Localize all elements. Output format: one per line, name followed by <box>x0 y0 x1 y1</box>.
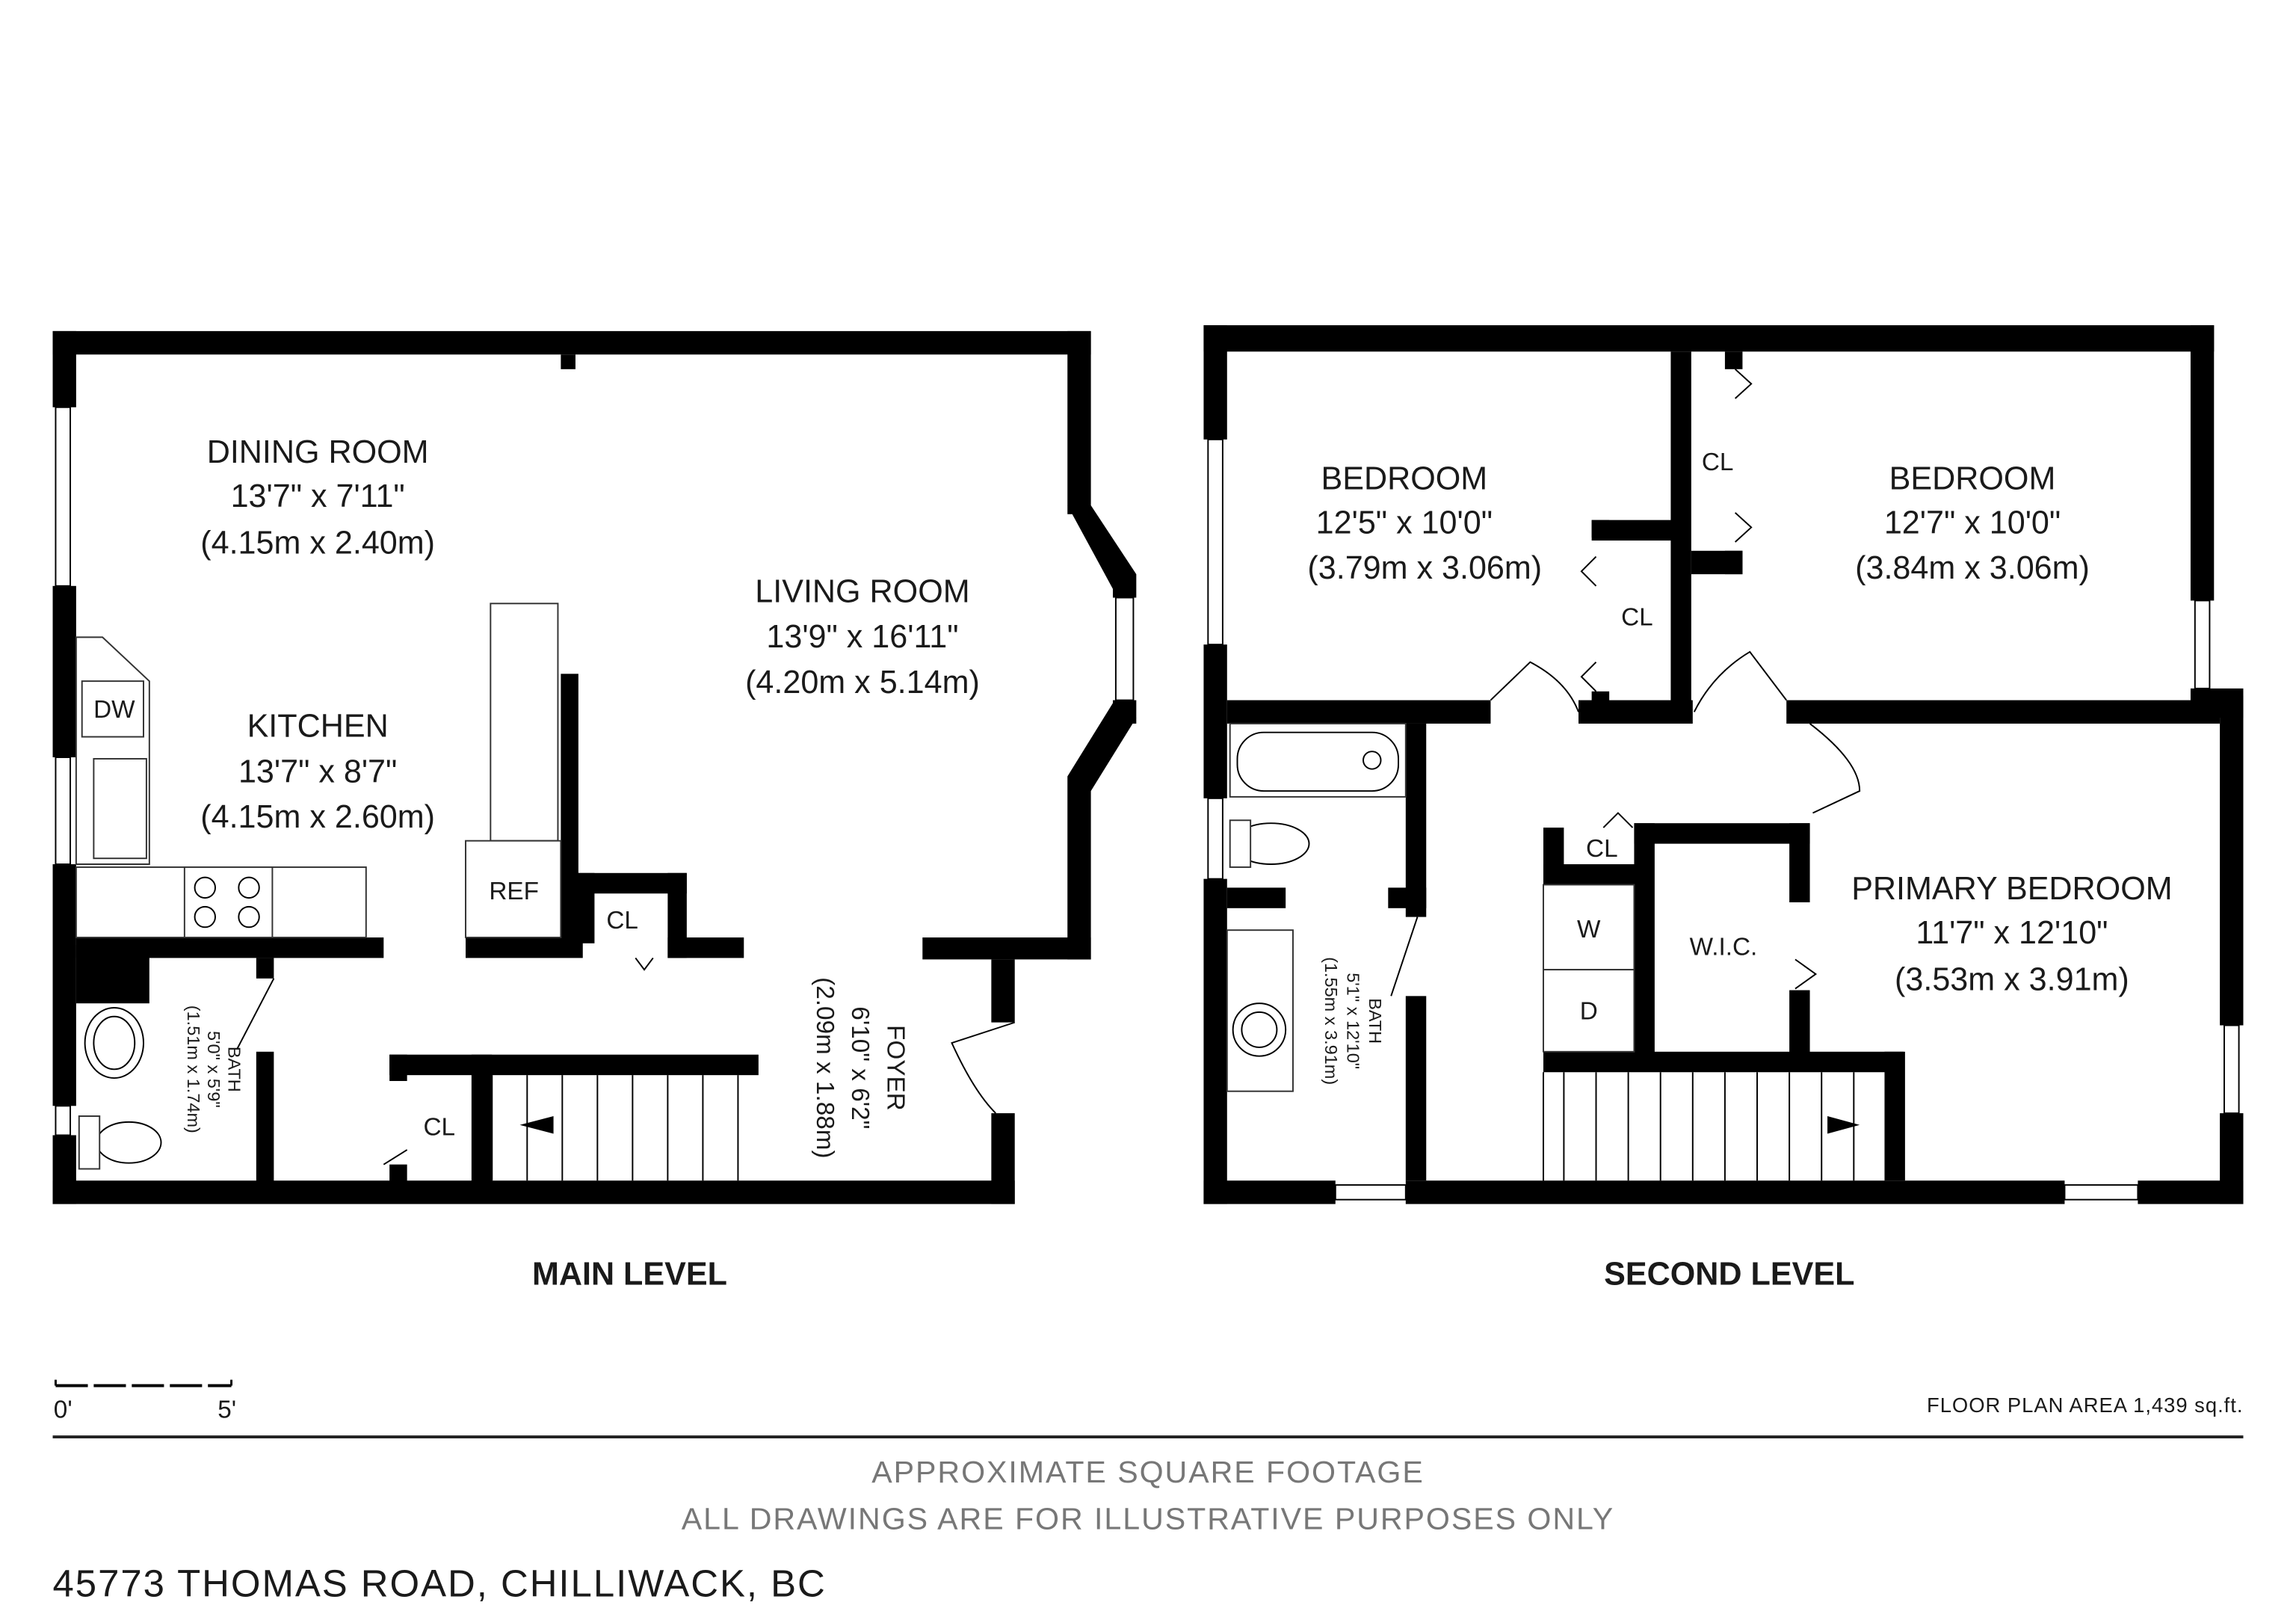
second-level-fixtures <box>1226 369 1861 1181</box>
second-level-title: SECOND LEVEL <box>1604 1256 1854 1292</box>
scale-bar: 0' 5' <box>54 1379 236 1424</box>
kitchen-label: KITCHEN 13'7" x 8'7" (4.15m x 2.60m) <box>200 709 435 835</box>
disclaimer-line-2: ALL DRAWINGS ARE FOR ILLUSTRATIVE PURPOS… <box>682 1502 1614 1536</box>
room-name: LIVING ROOM <box>755 573 969 609</box>
room-imperial: 12'5" x 10'0" <box>1316 505 1493 541</box>
room-metric: (1.51m x 1.74m) <box>184 1005 203 1133</box>
room-name: BEDROOM <box>1889 461 2056 496</box>
room-metric: (3.84m x 3.06m) <box>1855 550 2090 586</box>
bedroom-1-label: BEDROOM 12'5" x 10'0" (3.79m x 3.06m) <box>1307 461 1542 586</box>
main-level-fixtures <box>75 603 1016 1181</box>
main-level-windows <box>55 406 1135 1136</box>
room-metric: (4.20m x 5.14m) <box>745 665 980 700</box>
scale-start: 0' <box>54 1396 72 1424</box>
room-imperial: 11'7" x 12'10" <box>1916 915 2108 951</box>
property-address: 45773 THOMAS ROAD, CHILLIWACK, BC <box>53 1562 827 1605</box>
main-level-title: MAIN LEVEL <box>532 1256 727 1292</box>
closet-label: CL <box>1586 835 1618 863</box>
dryer-label: D <box>1580 998 1598 1026</box>
closet-label: CL <box>1702 449 1734 476</box>
room-metric: (4.15m x 2.40m) <box>200 526 435 561</box>
room-metric: (3.79m x 3.06m) <box>1307 550 1542 586</box>
floor-plan-area: FLOOR PLAN AREA 1,439 sq.ft. <box>1927 1393 2243 1417</box>
closet-label: CL <box>606 907 638 934</box>
primary-bedroom-label: PRIMARY BEDROOM 11'7" x 12'10" (3.53m x … <box>1851 871 2172 997</box>
divider <box>52 1435 2244 1439</box>
bedroom-2-label: BEDROOM 12'7" x 10'0" (3.84m x 3.06m) <box>1855 461 2090 586</box>
room-metric: (3.53m x 3.91m) <box>1895 962 2129 998</box>
room-imperial: 12'7" x 10'0" <box>1884 505 2061 541</box>
room-imperial: 13'7" x 7'11" <box>231 478 405 514</box>
second-level-walls <box>1203 325 2244 1204</box>
room-name: BATH <box>225 1047 244 1092</box>
foyer-label: FOYER 6'10" x 6'2" (2.09m x 1.88m) <box>811 977 909 1158</box>
room-name: KITCHEN <box>247 709 389 745</box>
scale-end: 5' <box>217 1396 236 1424</box>
closet-label: CL <box>1621 604 1653 632</box>
dining-room-label: DINING ROOM 13'7" x 7'11" (4.15m x 2.40m… <box>200 434 435 561</box>
room-name: DINING ROOM <box>207 434 429 470</box>
second-bath-label: BATH 5'1" x 12'10" (1.55m x 3.91m) <box>1321 957 1385 1085</box>
room-imperial: 5'0" x 5'9" <box>204 1031 223 1108</box>
room-metric: (2.09m x 1.88m) <box>811 977 839 1158</box>
living-room-label: LIVING ROOM 13'9" x 16'11" (4.20m x 5.14… <box>745 573 980 700</box>
room-imperial: 5'1" x 12'10" <box>1343 973 1363 1069</box>
fridge-label: REF <box>489 878 539 905</box>
second-level-windows <box>1207 438 2240 1201</box>
walk-in-closet-label: W.I.C. <box>1690 934 1758 961</box>
closet-label: CL <box>423 1113 455 1141</box>
main-bath-label: BATH 5'0" x 5'9" (1.51m x 1.74m) <box>184 1005 244 1133</box>
room-name: PRIMARY BEDROOM <box>1851 871 2172 907</box>
room-name: FOYER <box>881 1025 909 1111</box>
dishwasher-label: DW <box>93 696 135 724</box>
main-level-walls <box>52 330 1137 1204</box>
room-imperial: 13'9" x 16'11" <box>766 619 958 655</box>
room-imperial: 6'10" x 6'2" <box>846 1006 874 1129</box>
room-name: BEDROOM <box>1321 461 1488 496</box>
washer-label: W <box>1577 916 1601 943</box>
room-metric: (4.15m x 2.60m) <box>200 799 435 835</box>
disclaimer-line-1: APPROXIMATE SQUARE FOOTAGE <box>871 1455 1425 1489</box>
room-imperial: 13'7" x 8'7" <box>238 754 397 789</box>
room-name: BATH <box>1365 998 1385 1044</box>
room-metric: (1.55m x 3.91m) <box>1321 957 1341 1085</box>
